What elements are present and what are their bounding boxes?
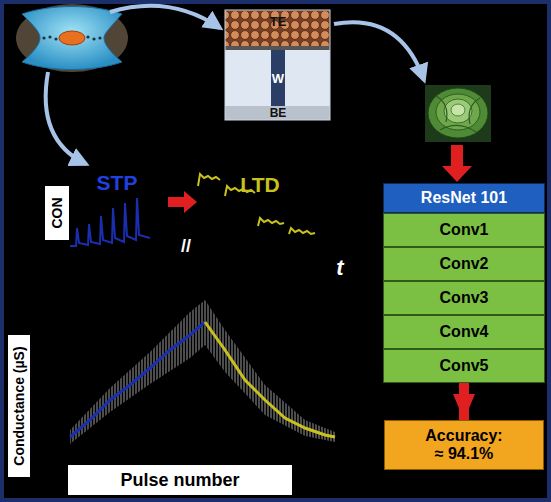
node-text: Accuracy: ≈ 94.1% xyxy=(421,427,507,464)
tungsten-plug xyxy=(271,50,285,106)
flow-arrow xyxy=(334,22,424,80)
petal xyxy=(444,99,472,123)
node-text: ResNet 101 xyxy=(421,189,507,207)
node-text: Conductance (µS) xyxy=(11,346,27,465)
halo xyxy=(16,4,128,72)
top-electrode xyxy=(225,10,330,46)
network-header: ResNet 101 xyxy=(383,183,545,213)
device-schematic xyxy=(225,10,330,120)
node-text: Conv4 xyxy=(440,323,489,341)
layer-box: Conv5 xyxy=(383,349,545,383)
error-bars xyxy=(70,300,335,444)
potentiation-curve xyxy=(70,322,205,437)
axis-break: // xyxy=(181,236,191,257)
interface-layer xyxy=(225,46,330,50)
filament-core xyxy=(59,31,85,45)
phase-label: LTD xyxy=(240,173,279,197)
filament-illustration xyxy=(16,4,128,72)
flow-arrow xyxy=(46,72,86,164)
bottom-electrode xyxy=(225,106,330,120)
result-box: Accuracy: ≈ 94.1% xyxy=(384,420,544,470)
stp-spikes xyxy=(70,198,150,246)
device-outline xyxy=(225,10,330,120)
rose-image xyxy=(425,85,491,142)
filament-body xyxy=(22,7,122,70)
layer-label: TE xyxy=(270,14,287,29)
petal xyxy=(436,94,480,130)
layer-box: Conv4 xyxy=(383,315,545,349)
image-background xyxy=(425,85,491,142)
layer-label: BE xyxy=(270,106,287,120)
layer-box: Conv1 xyxy=(383,213,545,247)
petal xyxy=(428,88,488,138)
node-text: Conv3 xyxy=(440,289,489,307)
red-arrow xyxy=(442,145,472,182)
ltd-steps xyxy=(198,174,315,234)
insulator-layer xyxy=(225,50,330,106)
red-arrow xyxy=(168,191,197,213)
node-text: Conv2 xyxy=(440,255,489,273)
petal xyxy=(451,104,465,116)
layer-label: W xyxy=(272,71,284,86)
axis-label-box: Conductance (µS) xyxy=(8,335,30,477)
node-text: CON xyxy=(49,197,65,228)
node-text: Conv5 xyxy=(440,357,489,375)
depression-curve xyxy=(205,322,335,437)
axis-label: t xyxy=(336,255,343,281)
phase-label: STP xyxy=(97,171,138,195)
node-text: Conv1 xyxy=(440,221,489,239)
axis-label-box: Pulse number xyxy=(68,465,292,495)
layer-box: Conv2 xyxy=(383,247,545,281)
node-text: Pulse number xyxy=(120,470,239,491)
axis-label-box: CON xyxy=(45,186,69,240)
flow-arrow xyxy=(110,6,220,28)
layer-box: Conv3 xyxy=(383,281,545,315)
flow-arrow xyxy=(459,383,469,420)
petal-edge xyxy=(436,96,480,132)
